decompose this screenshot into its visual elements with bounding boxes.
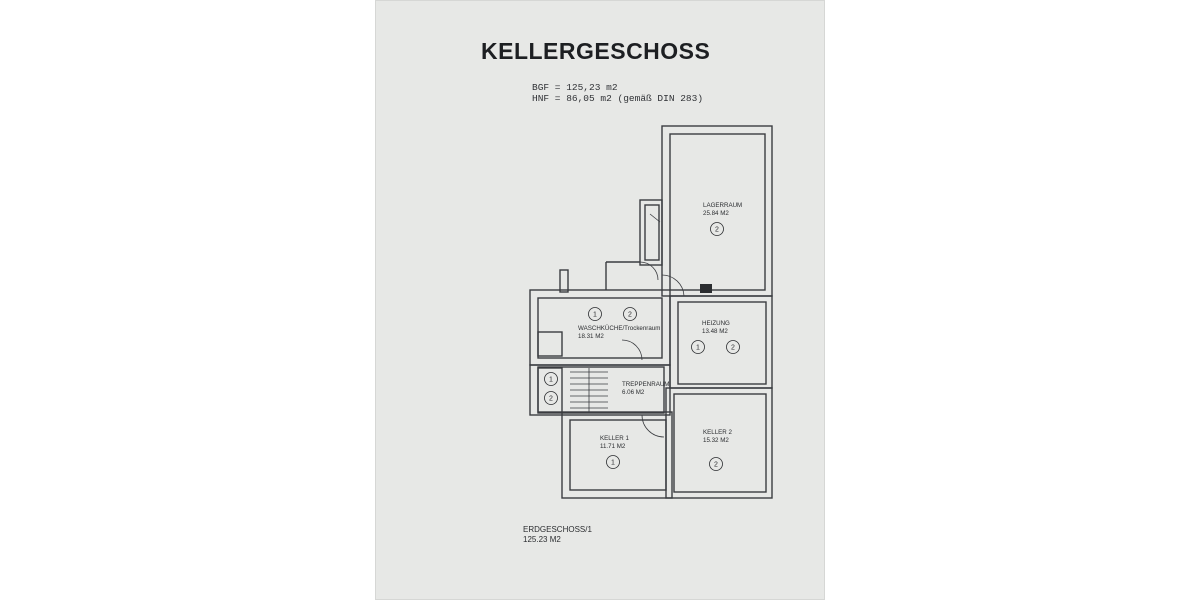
circle-markers	[544, 222, 740, 471]
marker-waschkueche-2: 2	[628, 312, 632, 319]
hnf-line: HNF = 86,05 m2 (gemäß DIN 283)	[532, 93, 704, 104]
marker-keller2-2: 2	[714, 462, 718, 469]
marker-waschkueche-1: 1	[593, 312, 597, 319]
marker-lagerraum-2: 2	[715, 227, 719, 234]
marker-heizung-1: 1	[696, 345, 700, 352]
room-name-treppenraum: TREPPENRAUM	[622, 381, 669, 388]
footer-floor-label: ERDGESCHOSS/1	[523, 525, 592, 534]
footer-floor-area: 125.23 M2	[523, 535, 561, 544]
paper-sheet	[375, 0, 825, 600]
room-name-heizung: HEIZUNG	[702, 320, 730, 327]
heater-symbol	[700, 284, 712, 293]
walls	[529, 125, 773, 499]
room-area-heizung: 13.48 M2	[702, 328, 728, 335]
door-swings	[621, 213, 685, 438]
area-summary: BGF = 125,23 m2 HNF = 86,05 m2 (gemäß DI…	[532, 82, 703, 104]
marker-heizung-2: 2	[731, 345, 735, 352]
floor-footer: ERDGESCHOSS/1 125.23 M2	[523, 525, 592, 545]
stair-treads	[570, 368, 608, 412]
floor-plan: LAGERRAUM 25.84 M2 WASCHKÜCHE/Trockenrau…	[529, 125, 773, 499]
marker-treppenraum-2: 2	[549, 396, 553, 403]
bgf-line: BGF = 125,23 m2	[532, 82, 618, 93]
room-area-keller1: 11.71 M2	[600, 443, 626, 450]
marker-keller1-1: 1	[611, 460, 615, 467]
room-area-keller2: 15.32 M2	[703, 437, 729, 444]
marker-treppenraum-1: 1	[549, 377, 553, 384]
room-area-lagerraum: 25.84 M2	[703, 210, 729, 217]
room-name-keller2: KELLER 2	[703, 429, 732, 436]
room-name-waschkueche: WASCHKÜCHE/Trockenraum	[578, 325, 660, 332]
plan-title: KELLERGESCHOSS	[481, 38, 711, 64]
room-name-lagerraum: LAGERRAUM	[703, 202, 742, 209]
room-area-treppenraum: 6.06 M2	[622, 389, 645, 396]
room-area-waschkueche: 18.31 M2	[578, 333, 604, 340]
room-name-keller1: KELLER 1	[600, 435, 629, 442]
